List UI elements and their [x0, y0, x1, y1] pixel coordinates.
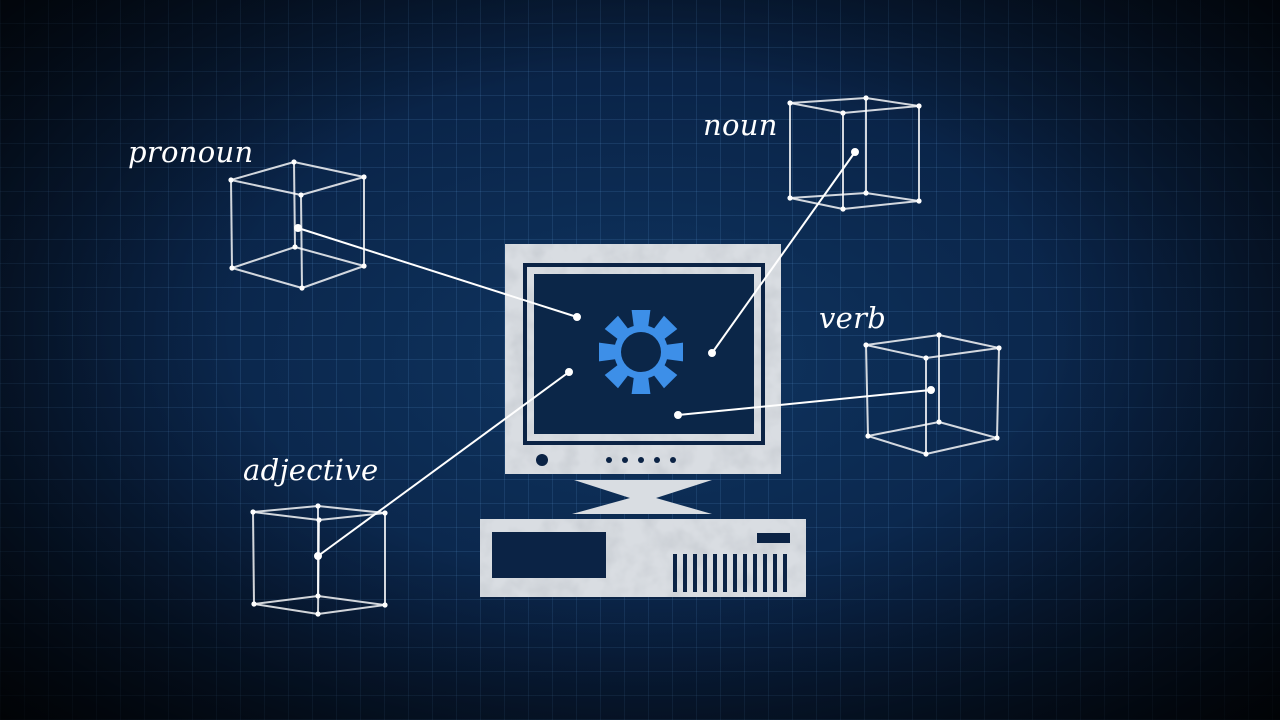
cube-vertex: [840, 110, 846, 116]
indicator-dots: [606, 457, 676, 463]
cube-vertex: [840, 206, 846, 212]
monitor-stand: [572, 480, 712, 514]
cube-edge: [317, 505, 386, 514]
cube-edge: [789, 97, 867, 104]
wireframe-cube-pronoun: [228, 159, 367, 291]
label-pronoun: pronoun: [128, 135, 254, 169]
cube-vertex: [251, 601, 257, 607]
cube-edge: [252, 505, 319, 513]
cube-vertex: [923, 451, 929, 457]
label-verb: verb: [819, 301, 887, 335]
cube-edge: [925, 347, 1000, 359]
cube-edge: [938, 334, 1000, 349]
cube-edge: [865, 97, 920, 107]
cube-edge: [865, 344, 927, 359]
connector-lines: [294, 148, 935, 560]
cube-edge: [230, 179, 233, 269]
cube-vertex: [228, 177, 234, 183]
cube-edge: [867, 421, 940, 437]
cube-edge: [317, 519, 320, 615]
cube-edge: [842, 105, 920, 114]
wireframe-cube-adjective: [250, 503, 388, 617]
cube-edge: [253, 603, 319, 615]
gear-shape: [599, 310, 683, 394]
cube-vertex: [936, 332, 942, 338]
cube-vertex: [291, 159, 297, 165]
cube-edge: [867, 435, 927, 455]
monitor-screen: [534, 274, 754, 434]
cube-vertex: [936, 419, 942, 425]
cube-vertex: [994, 435, 1000, 441]
cube-edge: [301, 265, 365, 289]
connector-noun: [708, 148, 859, 357]
cube-edge: [294, 246, 365, 267]
connector-verb: [674, 386, 935, 419]
cube-vertex: [996, 345, 1002, 351]
cube-vertex: [865, 433, 871, 439]
cube-vertex: [863, 95, 869, 101]
cube-edge: [300, 194, 303, 289]
cube-edge: [865, 192, 920, 202]
cube-vertex: [916, 198, 922, 204]
gear-icon: [599, 310, 683, 394]
cube-edge: [253, 595, 319, 605]
vent-slots: [673, 554, 787, 592]
cube-vertex: [863, 190, 869, 196]
cube-edge: [789, 102, 844, 114]
connector-pronoun: [294, 224, 581, 321]
cube-edge: [865, 344, 869, 437]
cube-edge: [925, 437, 998, 455]
cube-vertex: [292, 244, 298, 250]
power-button: [536, 454, 548, 466]
cube-edge: [318, 512, 386, 521]
cube-vertex: [923, 355, 929, 361]
wireframe-cube-noun: [787, 95, 922, 212]
cube-vertex: [361, 174, 367, 180]
cube-edge: [231, 246, 296, 269]
cube-vertex: [382, 510, 388, 516]
cube-vertex: [250, 509, 256, 515]
computer-case: [480, 519, 806, 597]
cube-vertex: [316, 517, 322, 523]
cube-edge: [317, 595, 386, 606]
cube-vertex: [229, 265, 235, 271]
cube-edge: [865, 334, 940, 346]
label-adjective: adjective: [243, 453, 379, 487]
cube-edge: [230, 179, 302, 196]
cube-edge: [789, 192, 867, 199]
cube-edge: [300, 176, 365, 196]
cube-vertex: [361, 263, 367, 269]
cube-vertex: [315, 611, 321, 617]
monitor: [505, 244, 781, 474]
wireframe-cube-verb: [863, 332, 1002, 457]
cube-vertex: [298, 192, 304, 198]
cube-edge: [231, 267, 303, 289]
cube-vertex: [916, 103, 922, 109]
cube-vertex: [315, 593, 321, 599]
cube-edge: [230, 161, 295, 181]
cube-edge: [996, 347, 1000, 439]
cube-edge: [317, 604, 386, 615]
cube-vertex: [382, 602, 388, 608]
drive-slot: [757, 533, 790, 543]
cube-edge: [293, 161, 296, 248]
cube-vertex: [315, 503, 321, 509]
cube-edge: [842, 200, 920, 210]
cube-vertex: [787, 100, 793, 106]
cube-vertex: [863, 342, 869, 348]
cube-edge: [252, 511, 255, 605]
computer-icon: [480, 244, 806, 597]
label-noun: noun: [703, 108, 778, 142]
cube-edge: [938, 421, 998, 439]
cube-edge: [252, 511, 320, 521]
cube-vertex: [787, 195, 793, 201]
cube-vertex: [299, 285, 305, 291]
cube-edge: [789, 197, 844, 210]
cube-edge: [293, 161, 365, 178]
disk-drive: [492, 532, 606, 578]
